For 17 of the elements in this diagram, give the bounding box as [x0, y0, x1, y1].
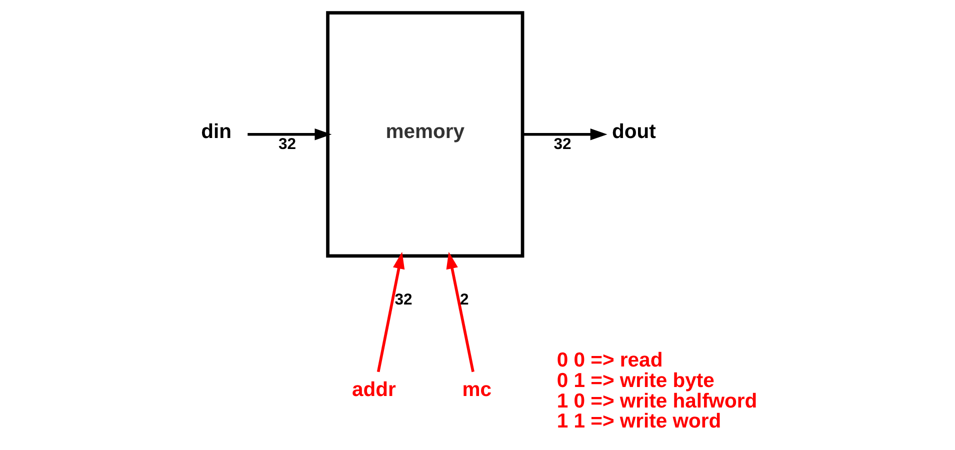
- edge-label: 32: [278, 136, 296, 154]
- label: 1 1 => write word: [556, 410, 722, 433]
- label: 0 0 => read: [556, 350, 663, 372]
- node-box: memory: [326, 11, 524, 258]
- arrow: [376, 252, 405, 372]
- node-text: mc: [462, 378, 492, 401]
- edge-label: 32: [554, 136, 572, 154]
- node-text: addr: [352, 378, 396, 401]
- node-text: din: [201, 121, 232, 144]
- label: 0 1 => write byte: [556, 370, 714, 392]
- node-text: dout: [612, 121, 656, 144]
- label: 1 0 => write halfword: [556, 390, 758, 412]
- edge-label: 2: [460, 292, 469, 309]
- edge-label: 32: [394, 292, 412, 309]
- arrow: [522, 128, 608, 140]
- arrow: [446, 252, 474, 372]
- arrow: [248, 128, 332, 140]
